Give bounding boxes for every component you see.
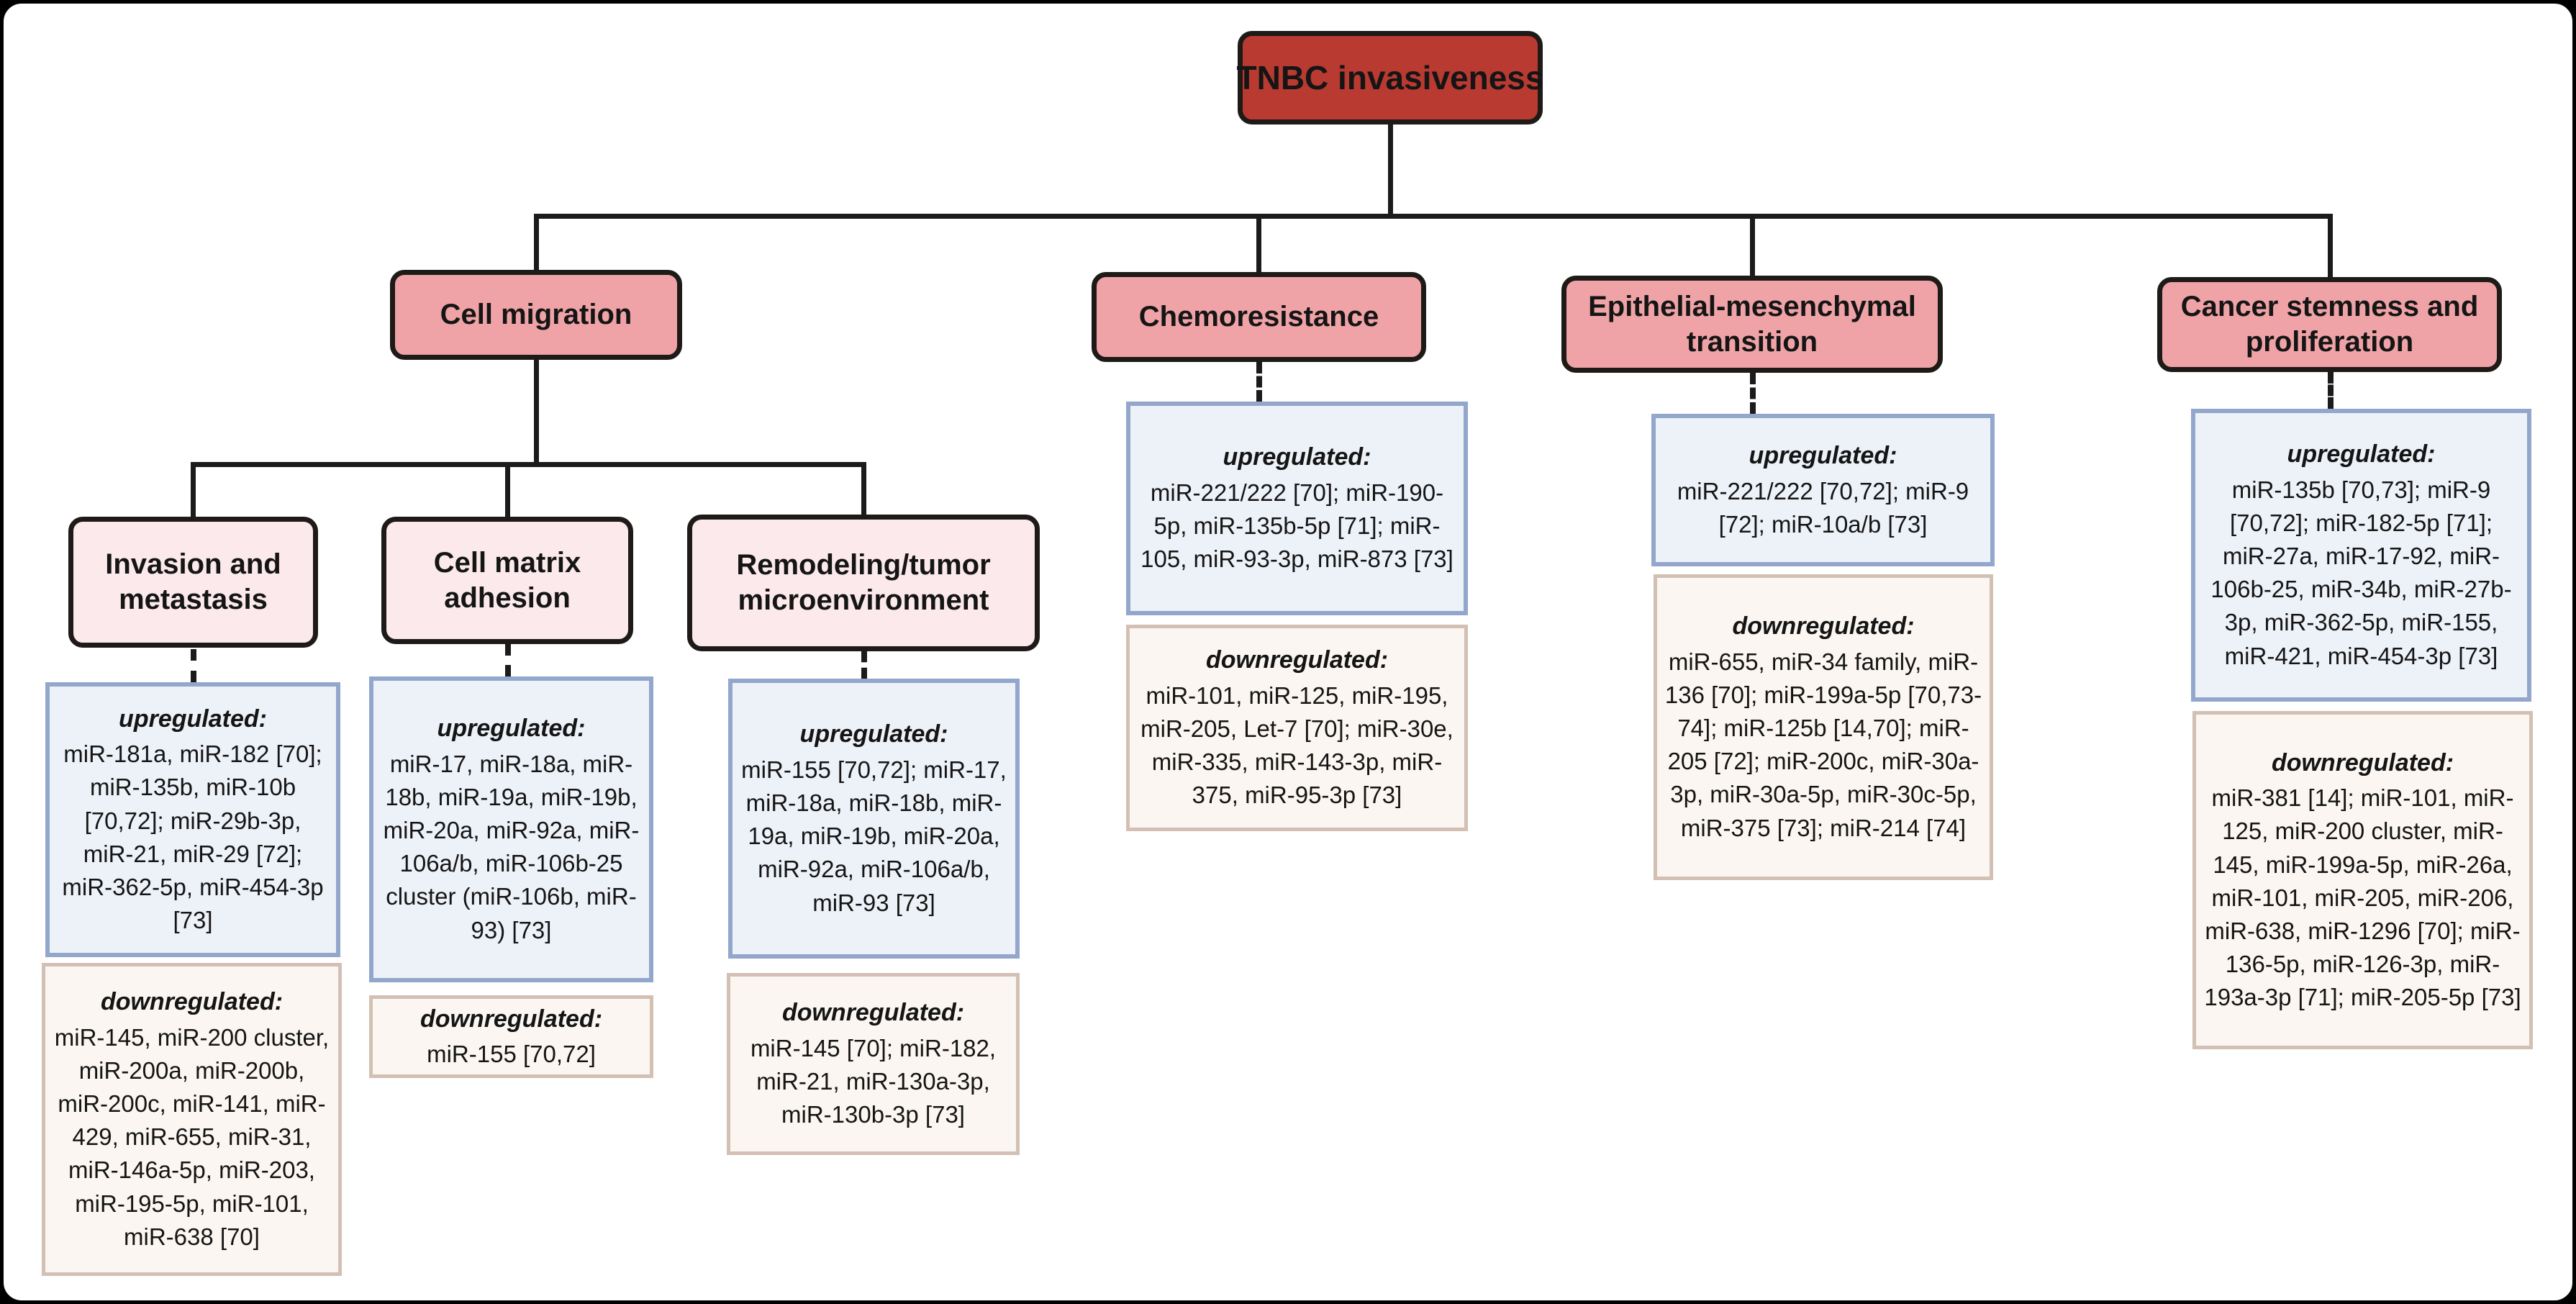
connector-invasion bbox=[191, 462, 196, 518]
mirna-list: miR-655, miR-34 family, miR-136 [70]; mi… bbox=[1664, 648, 1982, 841]
invasion-downregulated-box: downregulated: miR-145, miR-200 cluster,… bbox=[42, 963, 342, 1276]
invasion-upregulated-box: upregulated: miR-181a, miR-182 [70]; miR… bbox=[45, 682, 340, 957]
sub-branch-label: Remodeling/tumor microenvironment bbox=[736, 549, 991, 616]
node-cell-migration: Cell migration bbox=[390, 270, 682, 360]
upregulated-heading: upregulated: bbox=[1749, 442, 1897, 470]
mirna-list: miR-155 [70,72]; miR-17, miR-18a, miR-18… bbox=[741, 756, 1007, 916]
connector-emt bbox=[1750, 214, 1755, 282]
dashed-connector-remodeling bbox=[861, 651, 867, 679]
node-invasion-metastasis: Invasion and metastasis bbox=[68, 517, 318, 648]
branch-label: Cancer stemness and proliferation bbox=[2180, 291, 2479, 358]
connector-main-horizontal bbox=[534, 214, 2333, 219]
connector-sub-horizontal bbox=[191, 462, 866, 467]
node-remodeling-tumor-microenvironment: Remodeling/tumor microenvironment bbox=[687, 515, 1040, 651]
mirna-list: miR-135b [70,73]; miR-9 [70,72]; miR-182… bbox=[2210, 476, 2512, 669]
upregulated-heading: upregulated: bbox=[437, 715, 586, 743]
downregulated-heading: downregulated: bbox=[1732, 612, 1915, 640]
emt-downregulated-box: downregulated: miR-655, miR-34 family, m… bbox=[1654, 574, 1993, 880]
remodeling-upregulated-box: upregulated: miR-155 [70,72]; miR-17, mi… bbox=[728, 679, 1020, 959]
connector-cell-migration bbox=[534, 214, 539, 276]
connector-root-vertical bbox=[1388, 124, 1393, 214]
mirna-list: miR-221/222 [70]; miR-190-5p, miR-135b-5… bbox=[1140, 479, 1453, 573]
downregulated-heading: downregulated: bbox=[781, 999, 965, 1027]
mirna-list: miR-221/222 [70,72]; miR-9 [72]; miR-10a… bbox=[1677, 477, 1969, 538]
node-epithelial-mesenchymal-transition: Epithelial-mesenchymal transition bbox=[1561, 276, 1943, 373]
downregulated-heading: downregulated: bbox=[2271, 748, 2454, 776]
branch-label: Chemoresistance bbox=[1138, 301, 1379, 333]
connector-chemoresistance bbox=[1256, 214, 1261, 276]
downregulated-heading: downregulated: bbox=[419, 1005, 603, 1033]
upregulated-heading: upregulated: bbox=[1223, 443, 1371, 471]
mirna-list: miR-101, miR-125, miR-195, miR-205, Let-… bbox=[1140, 682, 1453, 809]
branch-label: Epithelial-mesenchymal transition bbox=[1588, 290, 1916, 358]
connector-stemness bbox=[2328, 214, 2333, 284]
node-cell-matrix-adhesion: Cell matrix adhesion bbox=[381, 517, 633, 644]
branch-label: Cell migration bbox=[440, 299, 632, 331]
dashed-connector-chemoresistance bbox=[1256, 362, 1262, 402]
chemoresistance-downregulated-box: downregulated: miR-101, miR-125, miR-195… bbox=[1126, 625, 1468, 831]
mirna-list: miR-145 [70]; miR-182, miR-21, miR-130a-… bbox=[750, 1035, 997, 1128]
node-chemoresistance: Chemoresistance bbox=[1092, 272, 1426, 362]
dashed-connector-invasion bbox=[191, 649, 196, 682]
root-label: TNBC invasiveness bbox=[1236, 58, 1544, 96]
chemoresistance-upregulated-box: upregulated: miR-221/222 [70]; miR-190-5… bbox=[1126, 402, 1468, 615]
remodeling-downregulated-box: downregulated: miR-145 [70]; miR-182, mi… bbox=[727, 973, 1020, 1155]
mirna-list: miR-145, miR-200 cluster, miR-200a, miR-… bbox=[54, 1023, 330, 1250]
node-cancer-stemness-proliferation: Cancer stemness and proliferation bbox=[2157, 277, 2502, 372]
mirna-list: miR-155 [70,72] bbox=[427, 1041, 596, 1068]
upregulated-heading: upregulated: bbox=[799, 720, 948, 748]
mirna-list: miR-181a, miR-182 [70]; miR-135b, miR-10… bbox=[62, 741, 324, 934]
emt-upregulated-box: upregulated: miR-221/222 [70,72]; miR-9 … bbox=[1651, 414, 1995, 566]
dashed-connector-emt bbox=[1750, 373, 1756, 414]
dashed-connector-matrix bbox=[505, 644, 511, 676]
matrix-downregulated-box: downregulated: miR-155 [70,72] bbox=[369, 995, 653, 1078]
upregulated-heading: upregulated: bbox=[119, 705, 267, 733]
downregulated-heading: downregulated: bbox=[1205, 646, 1389, 674]
stemness-downregulated-box: downregulated: miR-381 [14]; miR-101, mi… bbox=[2192, 711, 2533, 1049]
node-tnbc-invasiveness: TNBC invasiveness bbox=[1236, 31, 1544, 124]
connector-remodeling bbox=[861, 462, 866, 518]
downregulated-heading: downregulated: bbox=[100, 988, 284, 1016]
connector-cell-migration-down bbox=[534, 358, 539, 466]
upregulated-heading: upregulated: bbox=[2287, 440, 2436, 468]
mirna-list: miR-17, miR-18a, miR-18b, miR-19a, miR-1… bbox=[383, 750, 640, 943]
matrix-upregulated-box: upregulated: miR-17, miR-18a, miR-18b, m… bbox=[369, 676, 653, 982]
stemness-upregulated-box: upregulated: miR-135b [70,73]; miR-9 [70… bbox=[2191, 409, 2531, 702]
dashed-connector-stemness bbox=[2328, 372, 2334, 409]
mirna-list: miR-381 [14]; miR-101, miR-125, miR-200 … bbox=[2204, 784, 2521, 1011]
connector-matrix bbox=[505, 462, 510, 518]
sub-branch-label: Invasion and metastasis bbox=[105, 548, 281, 615]
sub-branch-label: Cell matrix adhesion bbox=[433, 546, 581, 614]
